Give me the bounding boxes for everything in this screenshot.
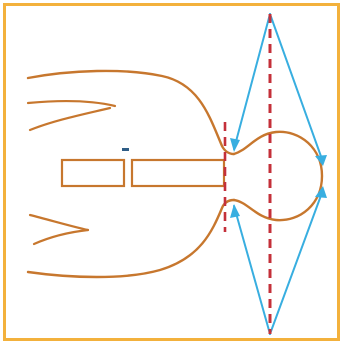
diagram-frame — [5, 5, 339, 340]
small-mark-icon — [122, 148, 129, 151]
